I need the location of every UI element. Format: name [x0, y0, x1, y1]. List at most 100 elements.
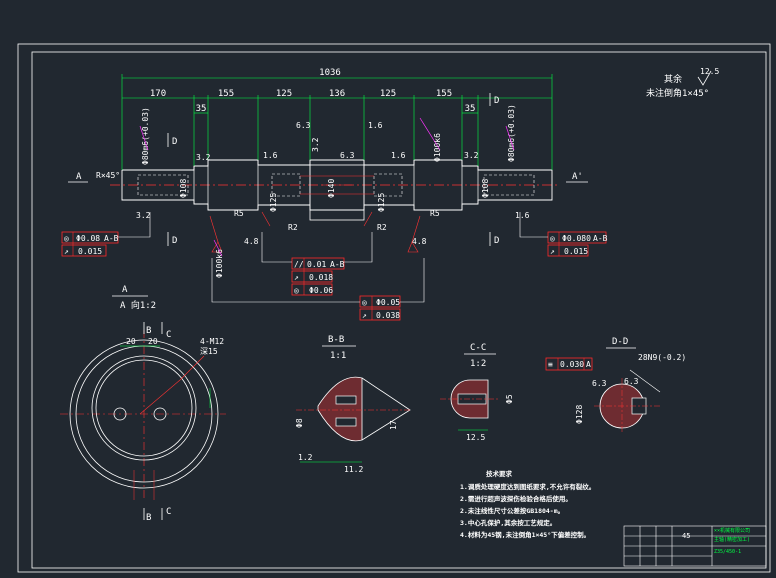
svg-text:1.2: 1.2	[298, 453, 313, 462]
svg-text:17: 17	[389, 420, 398, 430]
svg-text:↗: ↗	[550, 247, 555, 256]
center-dim-1: 3.2	[311, 137, 320, 152]
svg-text:2.未注线性尺寸公差按GB1804-m。: 2.未注线性尺寸公差按GB1804-m。	[460, 506, 564, 515]
dia-right-1: Φ80m6(+0.03)	[507, 104, 516, 162]
svg-text:0.038: 0.038	[376, 311, 400, 320]
svg-text:1.6: 1.6	[368, 121, 383, 130]
dim-35-left: 35	[196, 104, 207, 114]
svg-text:◎: ◎	[294, 286, 299, 295]
section-bb-scale: 1:1	[330, 351, 346, 361]
section-d-label-3: D	[494, 96, 499, 106]
dia-right-4: Φ100k6	[433, 133, 442, 162]
svg-text:Φ128: Φ128	[575, 405, 584, 424]
view-b-top: B	[146, 326, 151, 336]
svg-text:0.015: 0.015	[78, 247, 102, 256]
legend-chamfer-value: 1×45°	[682, 89, 709, 99]
a-view-hole-note: 4-M12	[200, 337, 224, 346]
section-cc-scale: 1:2	[470, 359, 486, 369]
svg-text:A-B: A-B	[593, 234, 608, 243]
center-dim-2: Φ140	[327, 179, 336, 198]
dd-keyway-dim: 28N9(-0.2)	[638, 353, 686, 362]
title-block	[623, 525, 767, 567]
svg-text:6.3: 6.3	[592, 379, 607, 388]
svg-text:R5: R5	[234, 209, 244, 218]
tolerance-left: ◎ Φ0.08 A-B ↗ 0.015	[61, 231, 119, 257]
a-view-hole-depth: 深15	[200, 347, 218, 356]
view-c-bottom: C	[166, 507, 171, 517]
svg-text:↗: ↗	[362, 311, 367, 320]
section-a-left: A	[76, 172, 82, 182]
a-view-dim-right: 20	[148, 337, 158, 346]
tolerance-right: ◎ Φ0.080 A-B ↗ 0.015	[547, 231, 608, 257]
svg-text:1.6: 1.6	[391, 151, 406, 160]
svg-text:◎: ◎	[64, 234, 69, 243]
technical-notes: 技术要求 1.调质处理硬度达到图纸要求,不允许有裂纹。 2.需进行超声波探伤检验…	[460, 469, 595, 539]
svg-text:2.需进行超声波探伤检验合格后使用。: 2.需进行超声波探伤检验合格后使用。	[460, 494, 572, 503]
section-a-right: A'	[572, 172, 583, 182]
legend-chamfer: 未注倒角	[646, 87, 682, 99]
svg-text:4.8: 4.8	[244, 237, 259, 246]
chamfer-left: R×45°	[96, 171, 120, 180]
svg-text:0.030: 0.030	[560, 360, 584, 369]
radius-marks: R5 R5 R2 R2 4.8 4.8	[234, 209, 440, 246]
svg-text:R5: R5	[430, 209, 440, 218]
view-a-scale: A 向1:2	[120, 299, 156, 311]
section-dd-title: D-D	[612, 337, 628, 347]
svg-text:1.调质处理硬度达到图纸要求,不允许有裂纹。: 1.调质处理硬度达到图纸要求,不允许有裂纹。	[460, 482, 595, 491]
dia-right-2: Φ108	[481, 179, 490, 198]
view-b-bottom: B	[146, 513, 151, 523]
svg-text:Φ0.08: Φ0.08	[76, 234, 100, 243]
svg-text:4.8: 4.8	[412, 237, 427, 246]
dia-left-4: Φ125	[269, 193, 278, 212]
tolerance-center: // 0.01 A-B ↗ 0.018 ◎ Φ0.06	[291, 257, 345, 296]
svg-text:R2: R2	[288, 223, 298, 232]
svg-text:6.3: 6.3	[340, 151, 355, 160]
svg-text:0.015: 0.015	[564, 247, 588, 256]
title-drawing-no: Z35/450-1	[714, 549, 741, 555]
section-d-label-1: D	[172, 137, 177, 147]
section-bb-title: B-B	[328, 335, 344, 345]
svg-text:6.3: 6.3	[296, 121, 311, 130]
svg-text:A-B: A-B	[330, 260, 345, 269]
svg-text:12.5: 12.5	[466, 433, 485, 442]
dia-left-2: Φ108	[179, 179, 188, 198]
svg-text:1.6: 1.6	[515, 211, 530, 220]
svg-text:6.3: 6.3	[624, 377, 639, 386]
dd-tolerance: ≡ 0.030 A	[545, 357, 593, 371]
section-cc-title: C-C	[470, 343, 486, 353]
svg-text:Φ0.080: Φ0.080	[562, 234, 591, 243]
legend-symbol: 12.5	[700, 67, 719, 76]
dim-155-right: 155	[436, 89, 452, 99]
svg-text:4.材料为45钢,未注倒角1×45°下偏差控制。: 4.材料为45钢,未注倒角1×45°下偏差控制。	[460, 530, 590, 539]
title-material: 45	[682, 532, 690, 540]
svg-text:0.018: 0.018	[309, 273, 333, 282]
notes-title: 技术要求	[486, 469, 513, 478]
svg-text:A: A	[586, 360, 591, 369]
dim-35-right: 35	[465, 104, 476, 114]
title-company: ××机械有限公司	[714, 527, 750, 534]
svg-text:R2: R2	[377, 223, 387, 232]
svg-text:0.01: 0.01	[307, 260, 326, 269]
svg-text:Φ0.06: Φ0.06	[309, 286, 333, 295]
dia-left-3: Φ100k6	[215, 249, 224, 278]
section-bb	[296, 376, 412, 463]
inner-border	[31, 51, 767, 569]
svg-text://: //	[294, 260, 304, 269]
outer-border	[17, 43, 771, 573]
legend-remainder: 其余	[664, 73, 682, 85]
svg-text:Φ5: Φ5	[505, 394, 514, 404]
section-dd	[594, 369, 661, 434]
svg-text:1.6: 1.6	[263, 151, 278, 160]
dim-155-left: 155	[218, 89, 234, 99]
svg-text:◎: ◎	[362, 298, 367, 307]
svg-text:3.2: 3.2	[464, 151, 479, 160]
dim-136: 136	[329, 89, 345, 99]
dia-right-3: Φ125	[377, 193, 386, 212]
svg-text:3.2: 3.2	[136, 211, 151, 220]
svg-text:3.中心孔保护,其余按工艺规定。: 3.中心孔保护,其余按工艺规定。	[460, 518, 556, 527]
dim-125-right: 125	[380, 89, 396, 99]
top-dimension-chain	[121, 74, 553, 170]
dim-170: 170	[150, 89, 166, 99]
dia-left-1: Φ80m6(+0.03)	[141, 107, 150, 165]
